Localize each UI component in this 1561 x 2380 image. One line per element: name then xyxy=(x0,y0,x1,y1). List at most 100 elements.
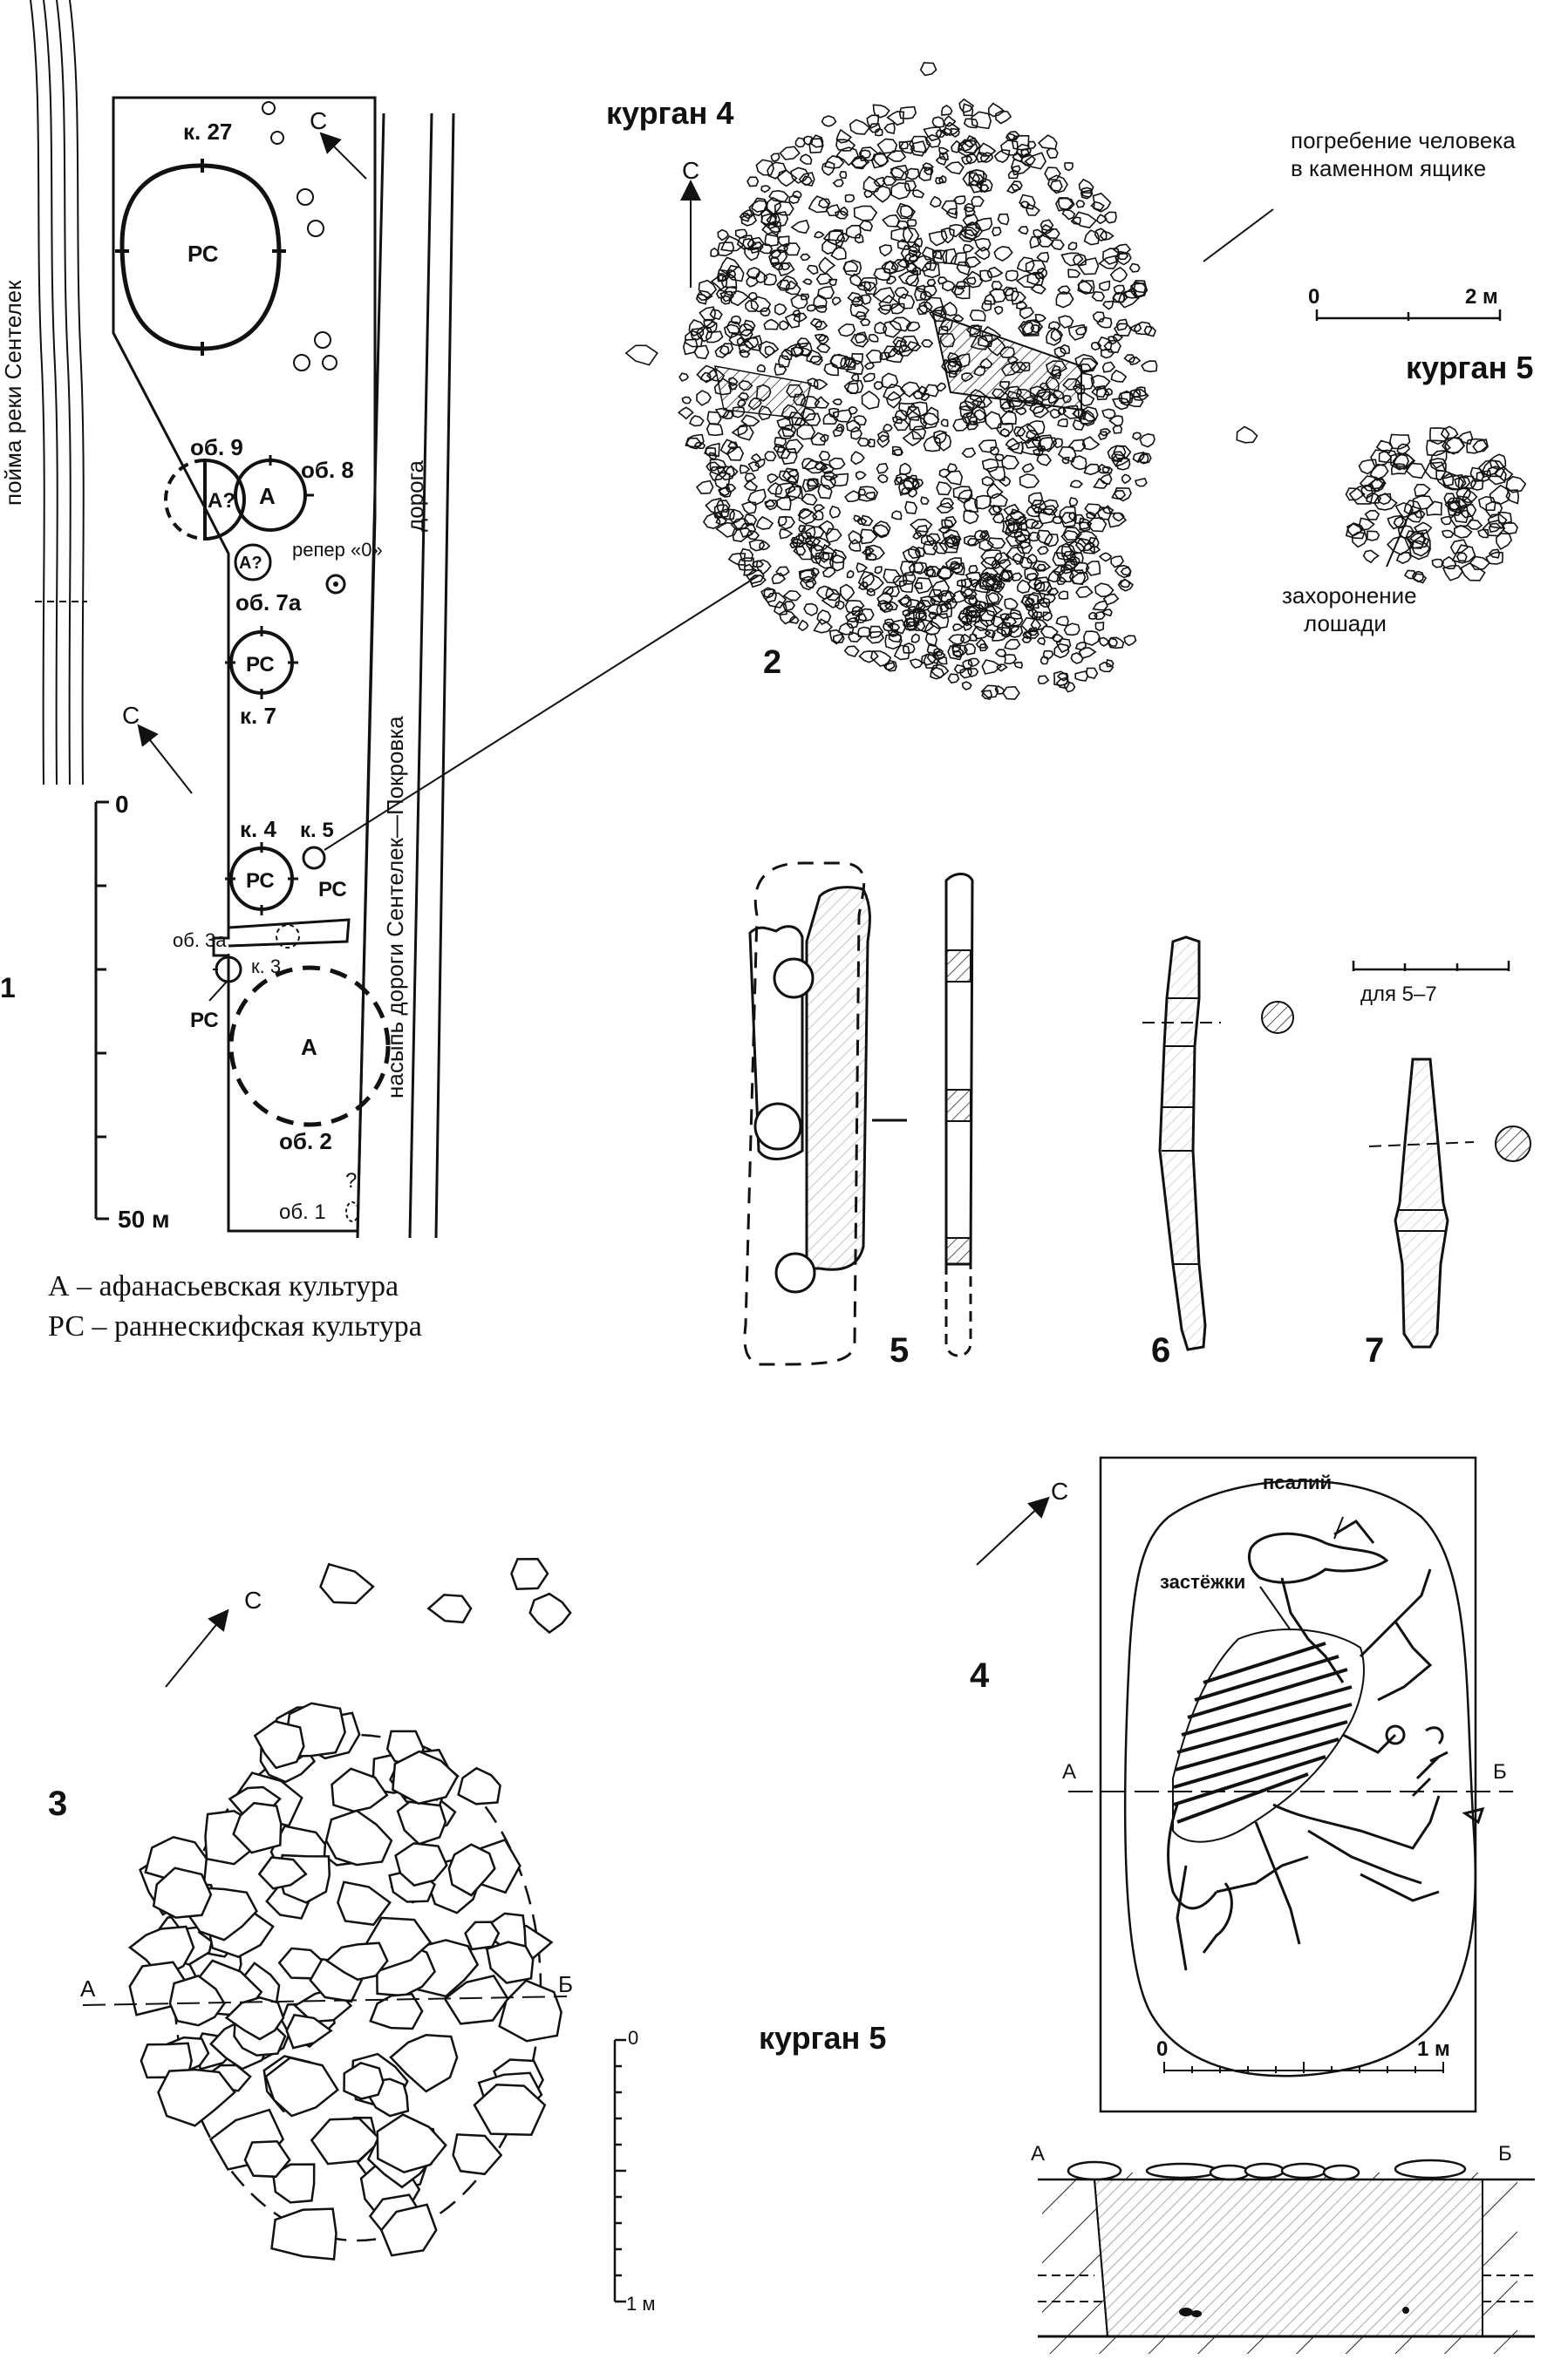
stone xyxy=(1099,473,1113,486)
stone xyxy=(1057,418,1068,428)
stone xyxy=(1097,431,1108,441)
stone xyxy=(1431,558,1444,568)
stone xyxy=(993,245,1013,262)
stone xyxy=(1108,415,1124,427)
stone xyxy=(1036,636,1046,646)
stone xyxy=(774,303,787,316)
stone xyxy=(1414,484,1431,497)
stone xyxy=(825,588,842,602)
stone xyxy=(764,231,780,247)
stone xyxy=(720,295,731,305)
stone xyxy=(732,527,753,542)
fig4-scale xyxy=(1163,2062,1444,2073)
artifact-number-6: 6 xyxy=(1151,1331,1170,1370)
stone xyxy=(1026,627,1039,636)
stone xyxy=(863,281,877,296)
stone xyxy=(948,634,965,645)
stone xyxy=(715,521,739,538)
stone xyxy=(854,310,867,320)
burial-label-2: в каменном ящике xyxy=(1291,155,1486,181)
stone xyxy=(856,437,871,447)
stone xyxy=(784,342,805,357)
stone xyxy=(705,321,718,334)
stone xyxy=(746,569,765,585)
stone xyxy=(1390,463,1408,475)
stone xyxy=(799,153,813,165)
stone xyxy=(1476,528,1489,539)
artifact-6: 6 xyxy=(1142,935,1294,1370)
svg-text:С: С xyxy=(122,702,140,729)
stone xyxy=(810,555,822,565)
stone xyxy=(887,629,899,637)
stone xyxy=(726,321,742,335)
stone xyxy=(903,617,920,631)
stone xyxy=(1378,449,1398,464)
stone xyxy=(844,490,862,503)
stone xyxy=(1435,470,1455,487)
stone xyxy=(447,1843,496,1897)
stone xyxy=(907,241,921,254)
stone xyxy=(343,2061,385,2100)
stone xyxy=(1095,214,1108,225)
stone xyxy=(724,286,738,296)
stone xyxy=(1480,459,1506,478)
stone xyxy=(1375,439,1394,454)
stone xyxy=(1057,445,1077,463)
stone xyxy=(1104,387,1114,397)
fig4-horse-burial: 4 С псал xyxy=(970,1456,1513,2113)
stone xyxy=(720,273,738,289)
stone xyxy=(919,62,937,77)
artifact-number-5: 5 xyxy=(890,1331,909,1370)
stone xyxy=(1090,341,1102,351)
stone xyxy=(911,479,924,489)
plan-scale-50: 50 м xyxy=(118,1206,170,1233)
feature-ob8: А об. 8 xyxy=(234,455,354,532)
stone xyxy=(953,195,966,205)
stone xyxy=(1051,634,1064,643)
stone xyxy=(783,242,801,256)
stone xyxy=(832,398,843,405)
stone xyxy=(906,621,917,631)
stone xyxy=(1000,139,1019,156)
stone xyxy=(1015,272,1040,289)
stone xyxy=(746,176,760,187)
stone xyxy=(944,515,958,527)
stone xyxy=(844,600,865,615)
stone xyxy=(1027,492,1044,507)
stone xyxy=(792,309,801,318)
stone xyxy=(883,260,896,275)
stone xyxy=(1081,436,1101,451)
stone xyxy=(1099,636,1110,647)
stone xyxy=(980,530,990,538)
stone xyxy=(264,2057,339,2118)
stone xyxy=(759,242,774,255)
stone xyxy=(821,160,835,176)
stone xyxy=(1012,134,1030,151)
horse-label-1: захоронение xyxy=(1282,582,1417,609)
site-plan: пойма реки Сентелек дорога насыпь дороги… xyxy=(0,0,760,1343)
artifacts-scale xyxy=(1352,961,1510,971)
stone xyxy=(931,579,951,597)
stone xyxy=(981,476,995,486)
stone xyxy=(900,381,921,398)
stone xyxy=(810,134,824,148)
stone xyxy=(1111,451,1126,463)
stone xyxy=(958,608,973,625)
stone xyxy=(963,496,979,513)
stone xyxy=(886,150,907,162)
stone xyxy=(1068,511,1077,521)
stone xyxy=(1074,530,1098,546)
stone xyxy=(1469,479,1484,491)
stone xyxy=(1128,262,1141,273)
burial-pointer xyxy=(1203,208,1274,262)
stone xyxy=(796,424,816,440)
stone xyxy=(914,619,935,633)
stone xyxy=(1086,511,1097,520)
stone xyxy=(1055,637,1072,654)
stone xyxy=(677,406,694,420)
kurgan-3-plan: к. 3 РС xyxy=(190,954,281,1032)
stone xyxy=(888,630,903,643)
stone xyxy=(846,569,855,579)
stone xyxy=(1053,346,1067,358)
stone xyxy=(815,304,828,313)
